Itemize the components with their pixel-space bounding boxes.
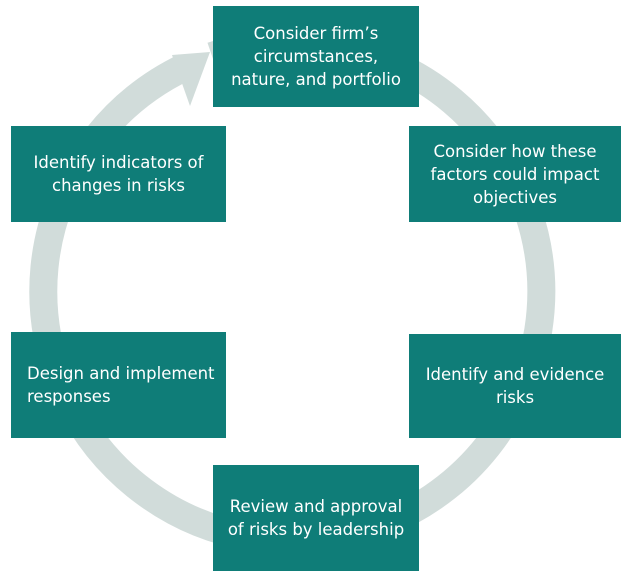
step-label: Design and implement responses — [27, 364, 215, 406]
step-label: Consider how these factors could impact … — [430, 141, 600, 207]
cycle-arrowhead-icon — [172, 52, 210, 106]
step-label: Identify indicators of changes in risks — [33, 153, 204, 195]
step-label: Identify and evidence risks — [425, 365, 605, 407]
step-review-approval: Review and approval of risks by leadersh… — [213, 465, 419, 571]
step-design-responses: Design and implement responses — [11, 332, 226, 438]
step-label: Review and approval of risks by leadersh… — [227, 497, 405, 539]
step-identify-evidence: Identify and evidence risks — [409, 334, 621, 438]
step-identify-indicators: Identify indicators of changes in risks — [11, 126, 226, 222]
step-consider-circumstances: Consider firm’s circumstances, nature, a… — [213, 6, 419, 107]
step-label: Consider firm’s circumstances, nature, a… — [231, 24, 401, 89]
step-consider-impact: Consider how these factors could impact … — [409, 126, 621, 222]
